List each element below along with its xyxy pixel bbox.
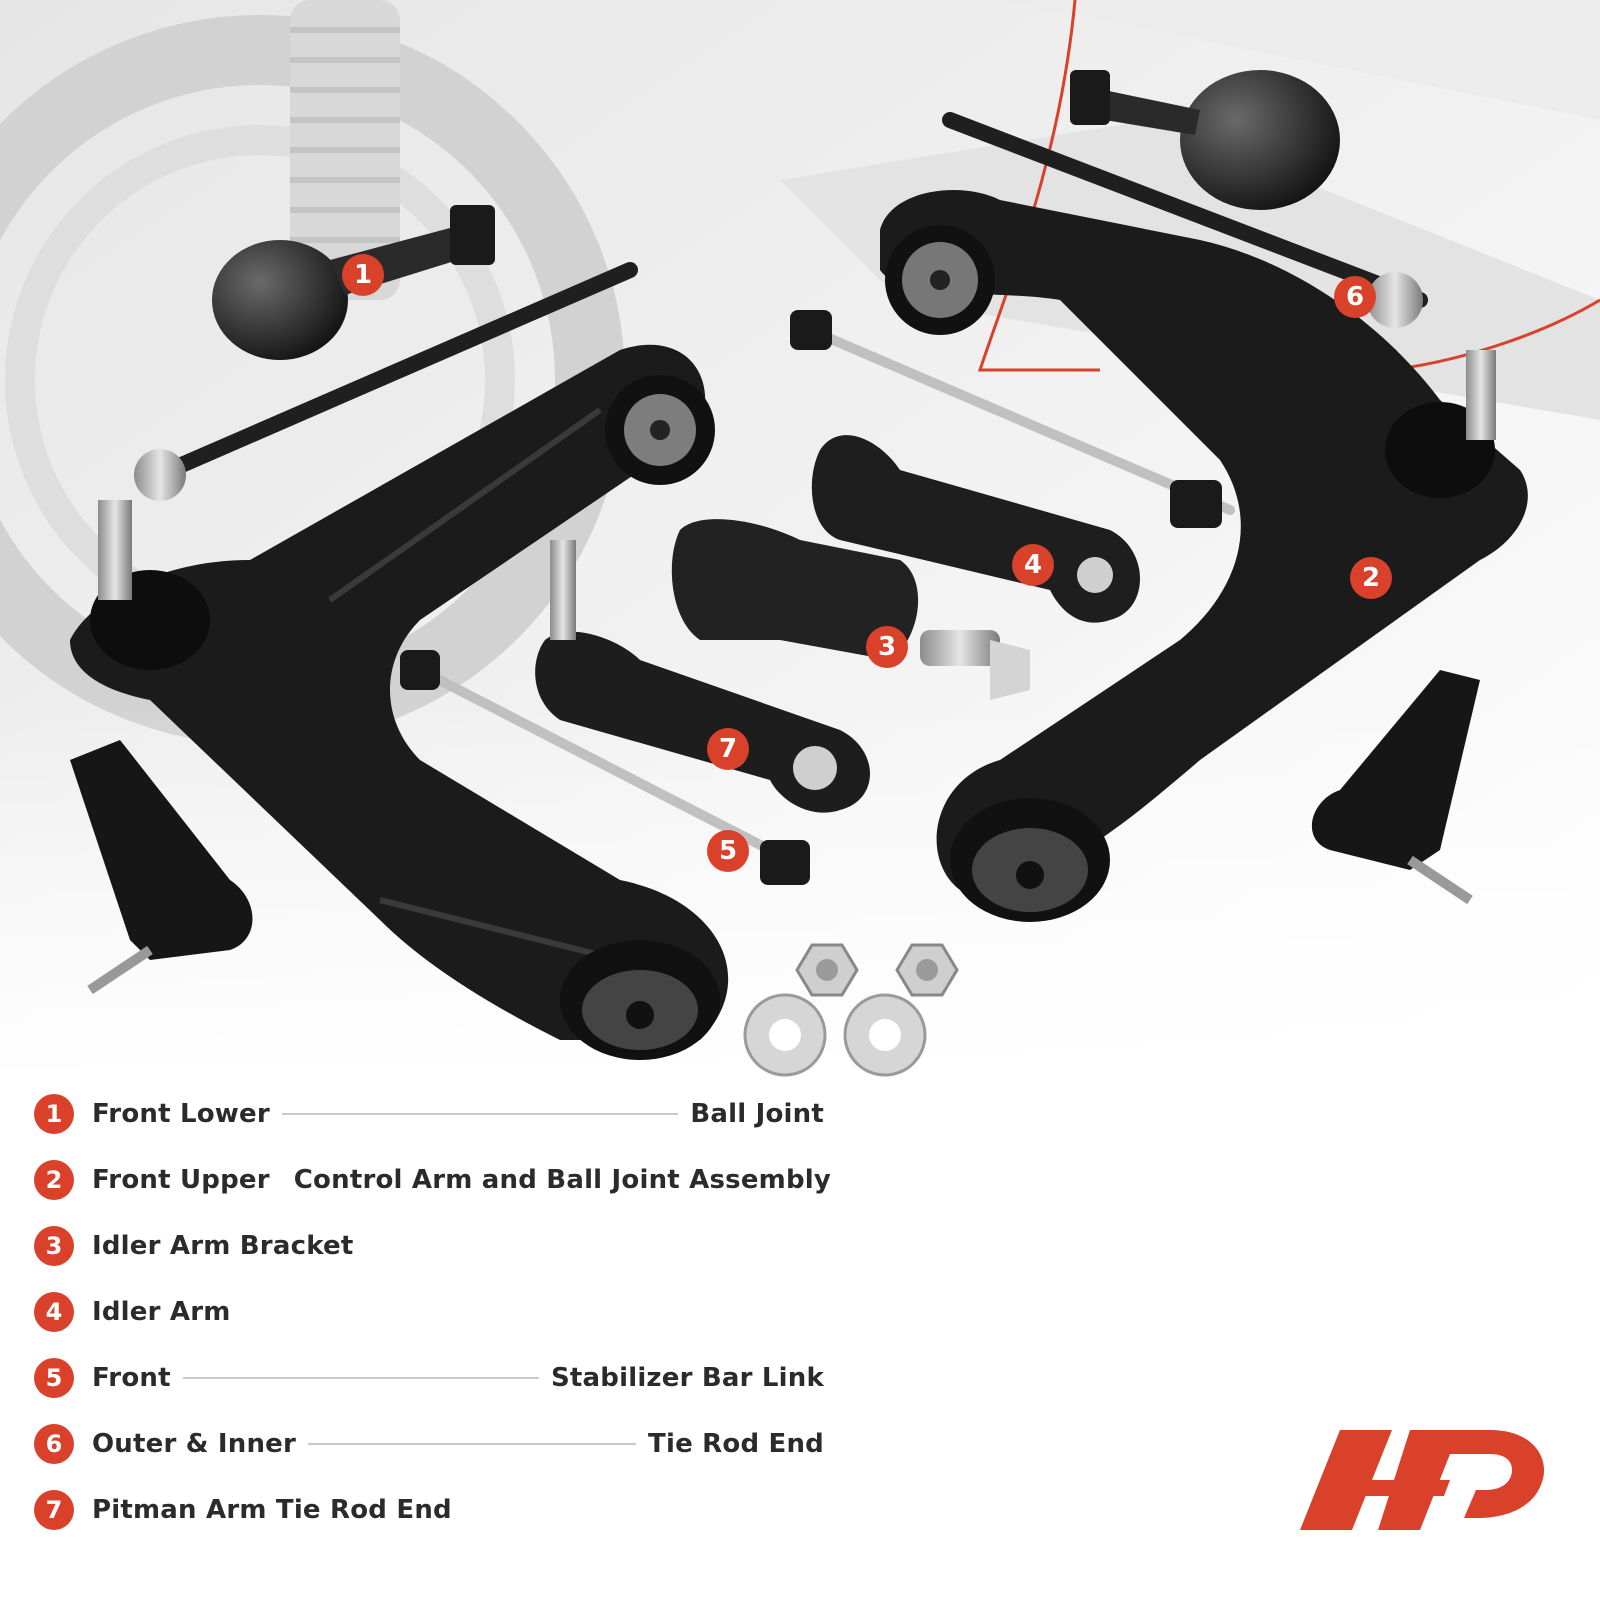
leader-line bbox=[308, 1443, 637, 1445]
legend-label-left: Pitman Arm Tie Rod End bbox=[92, 1495, 452, 1525]
idler-arm bbox=[811, 435, 1140, 623]
legend-item-3: 3 Idler Arm Bracket bbox=[34, 1224, 824, 1268]
callout-3: 3 bbox=[866, 626, 908, 668]
legend-label-left: Outer & Inner bbox=[92, 1429, 297, 1459]
legend-label-left: Front Lower bbox=[92, 1099, 270, 1129]
legend-label-left: Idler Arm bbox=[92, 1297, 231, 1327]
ap-logo-icon bbox=[1300, 1430, 1545, 1530]
legend-number-badge: 3 bbox=[34, 1226, 74, 1266]
legend-label-left: Front bbox=[92, 1363, 171, 1393]
leader-line bbox=[281, 1113, 679, 1115]
legend-item-2: 2 Front Upper Control Arm and Ball Joint… bbox=[34, 1158, 831, 1202]
legend-label-left: Front Upper bbox=[92, 1165, 270, 1195]
legend-label-right: Control Arm and Ball Joint Assembly bbox=[293, 1165, 832, 1195]
legend-number-badge: 5 bbox=[34, 1358, 74, 1398]
callout-5: 5 bbox=[707, 830, 749, 872]
leader-line bbox=[182, 1377, 539, 1379]
legend-label-right: Stabilizer Bar Link bbox=[550, 1363, 824, 1393]
legend-item-5: 5 Front Stabilizer Bar Link bbox=[34, 1356, 824, 1400]
legend-item-1: 1 Front Lower Ball Joint bbox=[34, 1092, 824, 1136]
lower-ball-joint-right bbox=[1070, 70, 1340, 210]
callout-2: 2 bbox=[1350, 557, 1392, 599]
callout-4: 4 bbox=[1012, 544, 1054, 586]
callout-1: 1 bbox=[342, 254, 384, 296]
legend-item-7: 7 Pitman Arm Tie Rod End bbox=[34, 1488, 824, 1532]
callout-7: 7 bbox=[707, 728, 749, 770]
inner-tie-rods bbox=[134, 112, 1428, 501]
hardware-nuts-washers bbox=[743, 943, 959, 1077]
product-scene bbox=[0, 0, 1600, 1080]
legend-label-right: Tie Rod End bbox=[648, 1429, 824, 1459]
legend-number-badge: 1 bbox=[34, 1094, 74, 1134]
legend-number-badge: 4 bbox=[34, 1292, 74, 1332]
right-control-arm bbox=[880, 190, 1528, 922]
callout-6: 6 bbox=[1334, 276, 1376, 318]
left-control-arm bbox=[70, 344, 729, 1060]
outer-tie-rod-ends bbox=[70, 670, 1480, 995]
legend-item-6: 6 Outer & Inner Tie Rod End bbox=[34, 1422, 824, 1466]
legend-item-4: 4 Idler Arm bbox=[34, 1290, 824, 1334]
legend-number-badge: 6 bbox=[34, 1424, 74, 1464]
legend-label-right: Ball Joint bbox=[690, 1099, 824, 1129]
idler-arm-bracket bbox=[671, 519, 1030, 700]
pitman-arm bbox=[535, 540, 870, 813]
legend-label-left: Idler Arm Bracket bbox=[92, 1231, 354, 1261]
legend-number-badge: 2 bbox=[34, 1160, 74, 1200]
legend-number-badge: 7 bbox=[34, 1490, 74, 1530]
stabilizer-links bbox=[400, 310, 1235, 885]
